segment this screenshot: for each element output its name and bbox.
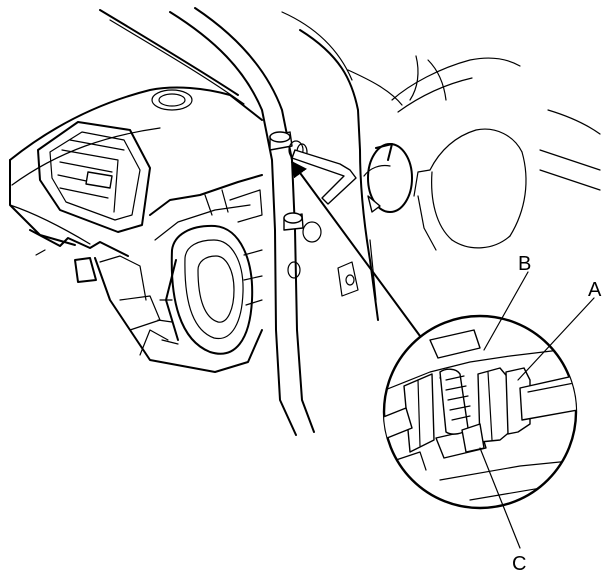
pillar-hardware xyxy=(337,239,377,301)
callout-label-b: B xyxy=(518,253,531,275)
leader-arrow xyxy=(291,160,421,337)
zoom-detail xyxy=(382,314,578,510)
lower-pin xyxy=(283,212,322,279)
callout-label-a: A xyxy=(588,279,602,301)
callout-label-c: C xyxy=(512,553,526,575)
air-vent xyxy=(37,121,151,233)
callout-leaders xyxy=(479,271,595,549)
door-latch xyxy=(413,109,601,251)
dashboard xyxy=(9,9,263,257)
pivot-bolt xyxy=(269,131,308,161)
hex-wrench xyxy=(291,149,357,205)
rotation-arrow xyxy=(363,143,413,213)
dash-frame xyxy=(74,174,263,373)
